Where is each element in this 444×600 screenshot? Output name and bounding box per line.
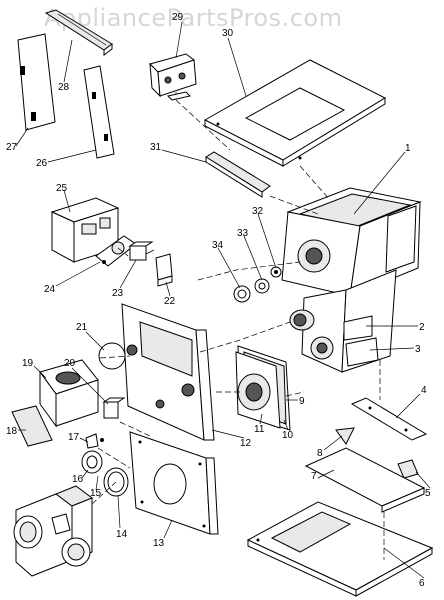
part-31-support-rail (205, 151, 271, 198)
callout-9: 9 (299, 396, 305, 407)
callout-11: 11 (254, 424, 265, 435)
part-22-bracket (155, 253, 173, 287)
callout-15: 15 (90, 488, 102, 499)
part-30-top-panel (203, 59, 387, 167)
part-8-clip (335, 427, 355, 445)
part-11-burner-plate (235, 351, 281, 429)
part-32-screw (270, 266, 282, 278)
part-19-air-box (39, 359, 99, 428)
part-1-heat-exchanger (281, 187, 422, 373)
part-26-side-panel (83, 65, 115, 159)
callout-30: 30 (222, 28, 234, 39)
callout-8: 8 (317, 448, 323, 459)
callout-19: 19 (22, 358, 34, 369)
part-2-flue-collar (343, 315, 373, 341)
part-23-relay (128, 241, 155, 261)
callout-4: 4 (421, 385, 427, 396)
callout-29: 29 (172, 12, 184, 23)
part-5-clip (397, 459, 419, 479)
part-4-bracket (350, 397, 428, 441)
callout-3: 3 (415, 344, 421, 355)
part-7-rail (304, 447, 426, 513)
part-34-gasket (233, 285, 251, 303)
callout-14: 14 (116, 529, 128, 540)
callout-33: 33 (237, 228, 249, 239)
callout-25: 25 (56, 183, 68, 194)
callout-26: 26 (36, 158, 48, 169)
callout-27: 27 (6, 142, 18, 153)
part-13-mounting-plate (129, 431, 219, 535)
callout-13: 13 (153, 538, 165, 549)
callout-28: 28 (58, 82, 70, 93)
callout-5: 5 (425, 488, 431, 499)
callout-23: 23 (112, 288, 124, 299)
part-12-front-panel (121, 303, 215, 441)
callout-32: 32 (252, 206, 264, 217)
callout-22: 22 (164, 296, 176, 307)
part-33-gasket (254, 278, 270, 294)
callout-34: 34 (212, 240, 224, 251)
callout-1: 1 (405, 143, 411, 154)
callout-24: 24 (44, 284, 56, 295)
burner-motor-assembly (13, 485, 94, 577)
callout-16: 16 (72, 474, 84, 485)
callout-20: 20 (64, 358, 76, 369)
part-17-screw (85, 433, 104, 449)
watermark-text: AppliancePartsPros.com (44, 4, 342, 32)
callout-18: 18 (6, 426, 18, 437)
part-3-access-plate (345, 337, 379, 367)
part-16-ring (81, 450, 103, 474)
callout-10: 10 (282, 430, 294, 441)
part-6-base-plate (246, 501, 434, 597)
callout-31: 31 (150, 142, 162, 153)
part-20-transformer (102, 397, 126, 419)
part-29-terminal-block (149, 53, 197, 101)
callout-21: 21 (76, 322, 88, 333)
callout-2: 2 (419, 322, 425, 333)
part-28-bracket (44, 9, 113, 56)
callout-leader-lines (15, 21, 431, 579)
callout-6: 6 (419, 578, 425, 589)
assembly-guide-lines (91, 99, 385, 560)
callout-12: 12 (240, 438, 252, 449)
part-21-sight-glass (98, 342, 126, 370)
part-18-shutter (11, 405, 53, 447)
part-27-side-panel (17, 33, 56, 131)
callout-7: 7 (311, 471, 317, 482)
callout-17: 17 (68, 432, 80, 443)
callout-labels: 1 2 3 4 5 6 7 8 9 10 11 12 13 14 15 16 1… (6, 12, 431, 589)
